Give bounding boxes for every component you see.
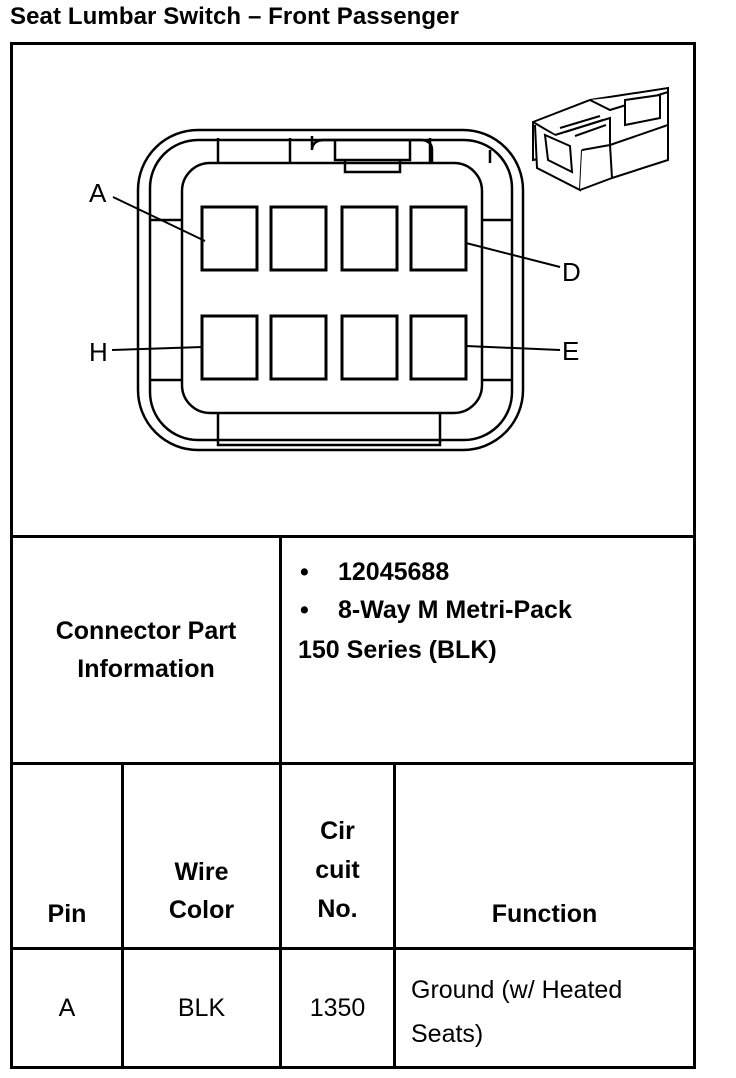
cavity-h bbox=[200, 314, 259, 381]
pin-label-d: D bbox=[562, 257, 581, 287]
cavity-g bbox=[269, 314, 328, 381]
pin-label-e: E bbox=[562, 336, 579, 366]
connector-face bbox=[136, 128, 525, 452]
header-function: Function bbox=[491, 900, 598, 928]
divider bbox=[393, 762, 396, 1069]
divider bbox=[279, 762, 282, 1069]
cell-pin: A bbox=[58, 993, 76, 1022]
pin-label-a: A bbox=[89, 178, 107, 208]
cavity-a bbox=[200, 205, 259, 272]
header-wire-color: Wire Color bbox=[168, 858, 235, 924]
connector-sheet bbox=[10, 42, 696, 1069]
connector-thumbnail-icon bbox=[532, 86, 669, 192]
connector-description: 8-Way M Metri-Pack bbox=[338, 596, 572, 624]
pin-label-h: H bbox=[89, 337, 108, 367]
cavity-d bbox=[409, 205, 468, 272]
cell-wire-color: BLK bbox=[177, 993, 226, 1022]
divider bbox=[121, 762, 124, 1069]
cell-circuit: 1350 bbox=[309, 993, 366, 1022]
header-pin: Pin bbox=[47, 900, 87, 928]
page-title: Seat Lumbar Switch – Front Passenger bbox=[10, 3, 460, 30]
cell-function: Ground (w/ Heated Seats) bbox=[411, 976, 623, 1048]
divider bbox=[10, 947, 696, 950]
divider bbox=[279, 535, 282, 765]
bullet-icon: • bbox=[300, 558, 309, 586]
connector-diagram: A D H E bbox=[89, 86, 669, 452]
connector-info-label: Connector Part Information bbox=[55, 617, 237, 683]
leader-lines bbox=[111, 196, 561, 351]
cavity-f bbox=[340, 314, 399, 381]
divider bbox=[10, 535, 696, 538]
pin-cavities bbox=[200, 205, 468, 381]
cavity-e bbox=[409, 314, 468, 381]
cavity-b bbox=[269, 205, 328, 272]
part-number: 12045688 bbox=[338, 558, 450, 586]
cavity-c bbox=[340, 205, 399, 272]
bullet-icon: • bbox=[300, 596, 309, 624]
connector-description-cont: 150 Series (BLK) bbox=[298, 636, 497, 664]
divider bbox=[10, 762, 696, 765]
header-circuit: Cir cuit No. bbox=[315, 817, 360, 923]
